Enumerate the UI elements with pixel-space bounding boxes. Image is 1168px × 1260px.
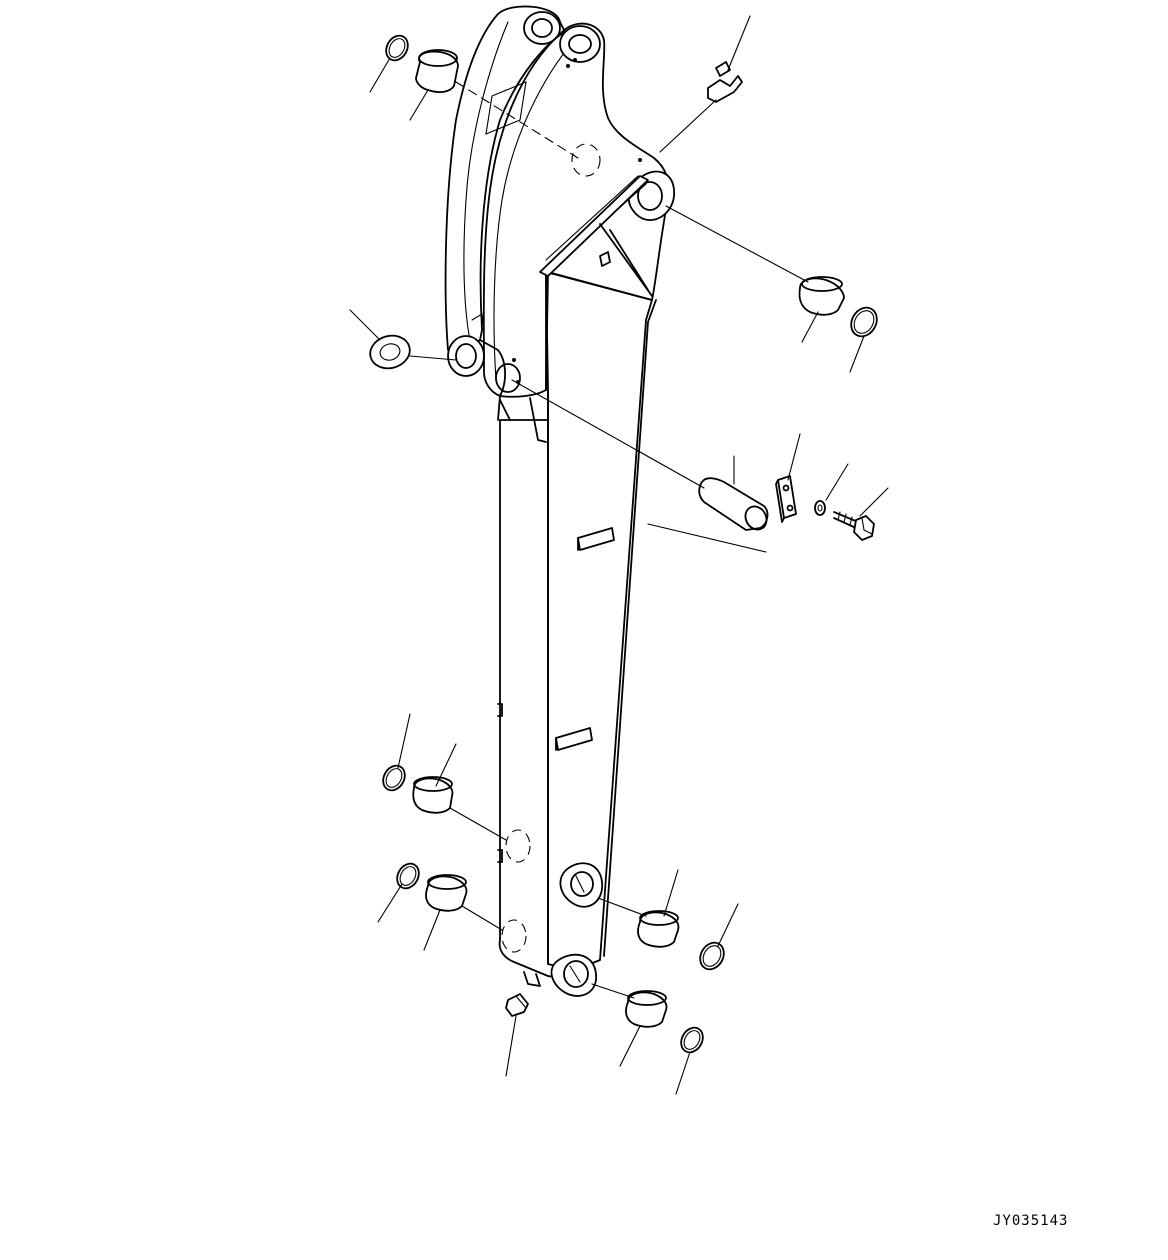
leader-lines bbox=[349, 15, 889, 1095]
shim-left bbox=[369, 334, 457, 370]
ring-lower-right-1 bbox=[699, 941, 725, 971]
ring-right-upper bbox=[850, 306, 878, 338]
arm-body bbox=[444, 5, 675, 997]
ring-lower-left-1 bbox=[382, 764, 406, 792]
bushing-top-left bbox=[415, 49, 579, 159]
ring-lower-left-2 bbox=[396, 862, 420, 890]
bushing-right-upper bbox=[665, 205, 845, 316]
ring-lower-right-2 bbox=[680, 1026, 704, 1054]
bushing-lower-right-2 bbox=[591, 983, 668, 1028]
lock-plate bbox=[775, 475, 797, 523]
washer bbox=[814, 500, 826, 516]
drawing-code: JY035143 bbox=[993, 1213, 1069, 1229]
bushing-lower-left-1 bbox=[412, 776, 507, 841]
grease-fitting-top bbox=[659, 61, 743, 153]
bushing-lower-left-2 bbox=[425, 874, 503, 931]
bolt bbox=[833, 511, 875, 541]
bushing-lower-right-1 bbox=[597, 897, 680, 948]
ring-top-left bbox=[385, 34, 409, 62]
grease-fitting-bottom bbox=[505, 993, 529, 1017]
pin bbox=[511, 379, 769, 531]
